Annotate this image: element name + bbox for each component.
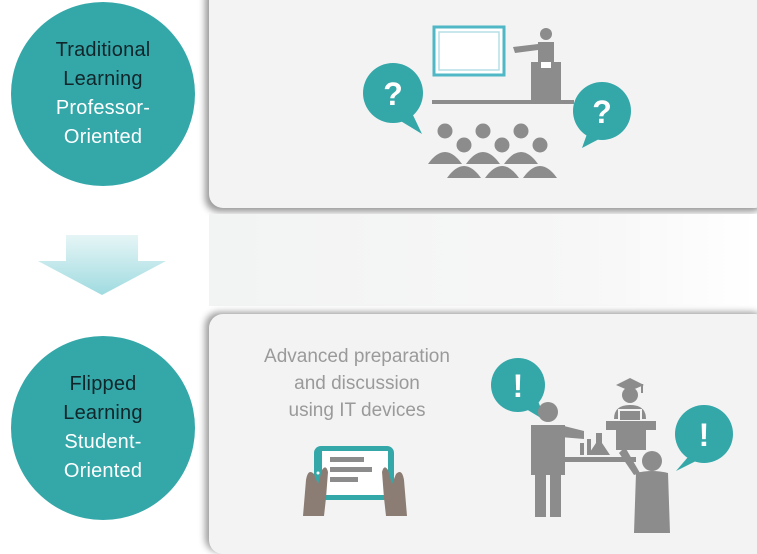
exclamation-mark-right: ! — [699, 417, 710, 453]
exclamation-mark-left: ! — [513, 368, 524, 404]
tablet-hands-icon — [303, 446, 407, 516]
raising-hand-student-icon — [619, 447, 670, 533]
audience-icon — [428, 123, 557, 178]
exclamation-bubble-icon: ! — [491, 358, 546, 421]
flipped-title-line2: Learning — [63, 402, 143, 424]
down-arrow-icon — [38, 235, 166, 295]
caption-line3: using IT devices — [288, 400, 426, 421]
traditional-title-line1: Traditional — [55, 39, 151, 61]
stage-line — [432, 100, 574, 104]
exclamation-bubble-icon: ! — [675, 405, 733, 471]
question-mark-right: ? — [592, 94, 612, 130]
lecturer-icon — [531, 402, 584, 517]
lab-flask-icon — [564, 433, 636, 462]
caption-line2: and discussion — [294, 373, 420, 394]
flipped-learning-circle: Flipped Learning Student- Oriented — [11, 336, 195, 520]
transition-band — [209, 214, 757, 306]
traditional-learning-circle: Traditional Learning Professor- Oriented — [11, 2, 195, 186]
lecturer-icon — [513, 28, 561, 100]
flipped-title-line1: Flipped — [69, 373, 137, 395]
classroom-illustration: ? ? — [363, 25, 631, 178]
question-mark-left: ? — [383, 76, 403, 112]
flipped-subtitle-line2: Oriented — [63, 460, 143, 482]
flipped-caption: Advanced preparation and discussion usin… — [236, 343, 478, 424]
student-laptop-icon — [606, 378, 656, 450]
flipped-subtitle-line1: Student- — [64, 431, 142, 453]
question-bubble-icon: ? — [573, 82, 631, 148]
traditional-subtitle-line1: Professor- — [55, 97, 151, 119]
presentation-board-icon — [432, 25, 506, 77]
caption-line1: Advanced preparation — [264, 346, 450, 367]
traditional-title-line2: Learning — [63, 68, 143, 90]
flipped-classroom-illustration: ! ! — [491, 358, 733, 533]
traditional-subtitle-line2: Oriented — [63, 126, 143, 148]
question-bubble-icon: ? — [363, 63, 423, 134]
